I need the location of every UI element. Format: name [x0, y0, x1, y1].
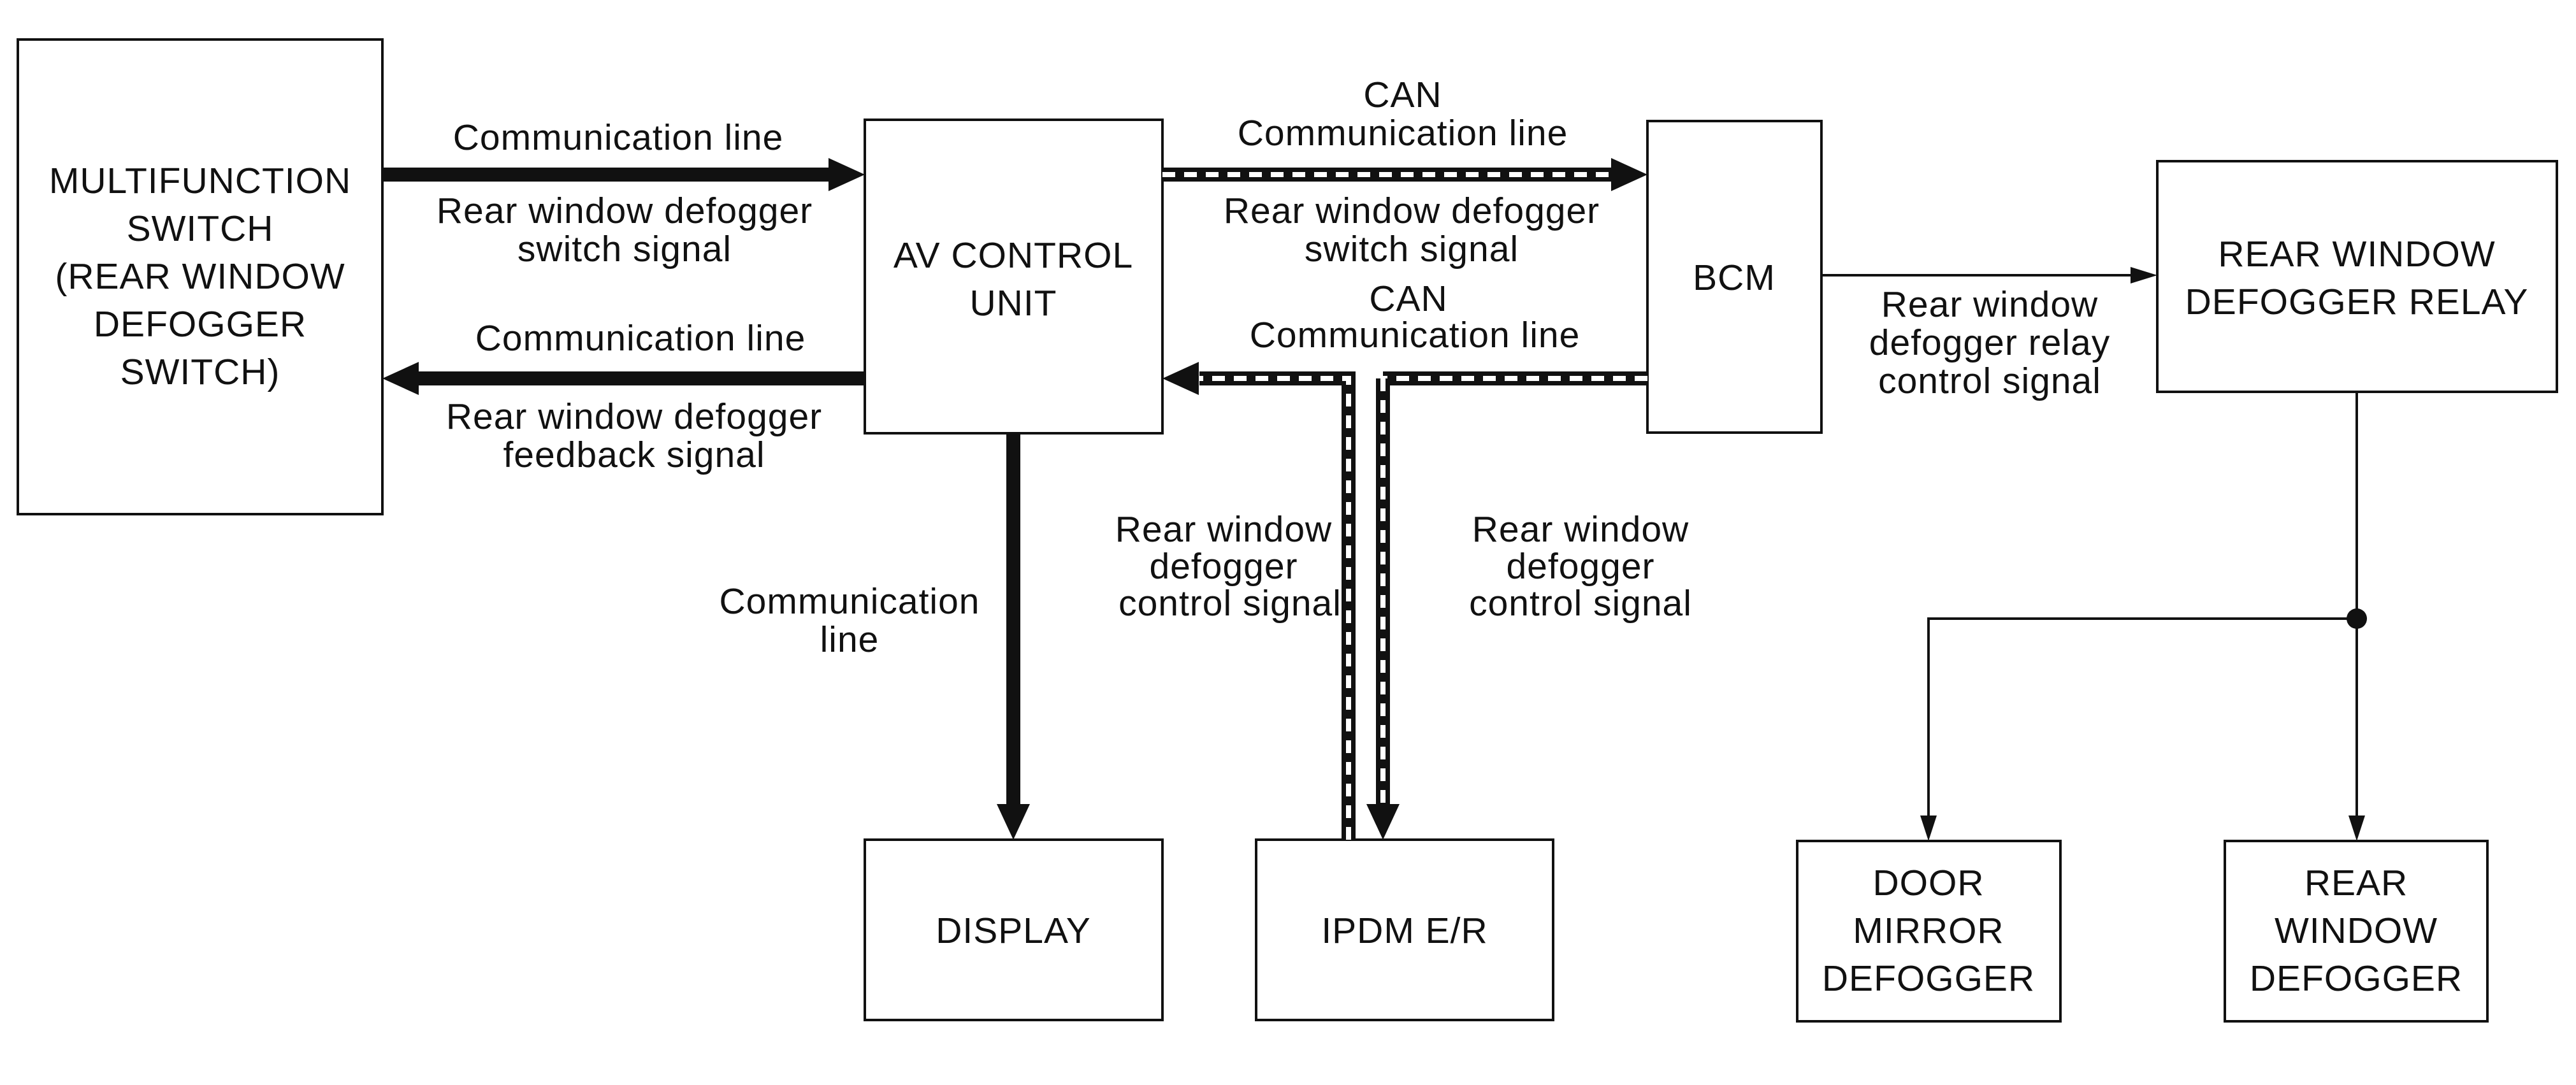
bcm-to-relay-arrow — [1821, 267, 2157, 284]
connection-label: defogger — [1506, 546, 1654, 587]
block-label-line: DEFOGGER — [2250, 958, 2463, 999]
ipdm-er-block: IPDM E/R — [1255, 838, 1554, 1021]
relay-to-defoggers-lines — [1920, 392, 2367, 841]
av-to-display-arrow — [997, 433, 1030, 840]
block-label-line: REAR WINDOW — [2218, 234, 2495, 275]
connection-label: Communication line — [475, 318, 806, 359]
block-label-line: MIRROR — [1853, 910, 2004, 951]
connection-label: Rear window defogger — [1224, 190, 1600, 231]
av-control-unit-block: AV CONTROL UNIT — [864, 119, 1164, 435]
block-label-line: DEFOGGER — [1822, 958, 2035, 999]
rear-window-defogger-relay-block: REAR WINDOW DEFOGGER RELAY — [2156, 160, 2558, 393]
connection-label: Communication line — [1250, 315, 1581, 356]
block-label-line: (REAR WINDOW — [55, 256, 345, 297]
connection-label: Communication line — [453, 117, 784, 158]
connection-label: CAN — [1363, 75, 1442, 115]
connection-label: Rear window — [1115, 509, 1332, 550]
block-label-line: DEFOGGER — [94, 304, 307, 345]
block-label-line: SWITCH — [127, 208, 274, 249]
block-label-line: MULTIFUNCTION — [49, 161, 351, 201]
connection-label: switch signal — [1305, 229, 1519, 269]
display-block: DISPLAY — [864, 838, 1164, 1021]
connection-label: line — [820, 619, 879, 660]
av-to-switch-arrow — [382, 362, 865, 395]
block-label-line: IPDM E/R — [1321, 910, 1487, 951]
connection-label: defogger relay — [1869, 322, 2110, 363]
multifunction-switch-block: MULTIFUNCTION SWITCH (REAR WINDOW DEFOGG… — [17, 38, 384, 515]
connection-label: feedback signal — [503, 435, 765, 475]
block-label-line: AV CONTROL — [894, 235, 1133, 276]
connection-label: control signal — [1878, 361, 2101, 401]
connection-label: Rear window — [1472, 509, 1689, 550]
bcm-to-av-can-arrow — [1366, 371, 1647, 840]
rear-window-defogger-block: REAR WINDOW DEFOGGER — [2224, 840, 2489, 1023]
block-label-line: REAR — [2305, 863, 2408, 903]
connection-label: CAN — [1369, 278, 1447, 319]
connection-label: control signal — [1118, 583, 1342, 624]
junction-dot — [2347, 608, 2367, 629]
connection-label: Communication — [720, 581, 980, 622]
connection-label: Communication line — [1238, 113, 1568, 154]
block-label-line: DOOR — [1873, 863, 1985, 903]
bcm-block: BCM — [1646, 120, 1823, 434]
av-to-bcm-can-arrow — [1162, 158, 1647, 191]
connection-label: defogger — [1149, 546, 1298, 587]
ipdm-to-av-can-arrow — [1162, 362, 1356, 840]
connection-label: control signal — [1469, 583, 1692, 624]
door-mirror-defogger-block: DOOR MIRROR DEFOGGER — [1796, 840, 2062, 1023]
switch-to-av-arrow — [382, 158, 865, 191]
connection-label: Rear window defogger — [437, 190, 813, 231]
block-label-line: WINDOW — [2275, 910, 2438, 951]
connection-label: switch signal — [517, 229, 732, 269]
block-label-line: UNIT — [970, 283, 1057, 324]
block-label-line: DISPLAY — [936, 910, 1091, 951]
block-label-line: SWITCH) — [120, 352, 280, 392]
connection-label: Rear window defogger — [446, 396, 822, 437]
connection-label: Rear window — [1881, 284, 2098, 325]
block-label-line: DEFOGGER RELAY — [2185, 282, 2529, 322]
block-label-line: BCM — [1693, 257, 1776, 298]
